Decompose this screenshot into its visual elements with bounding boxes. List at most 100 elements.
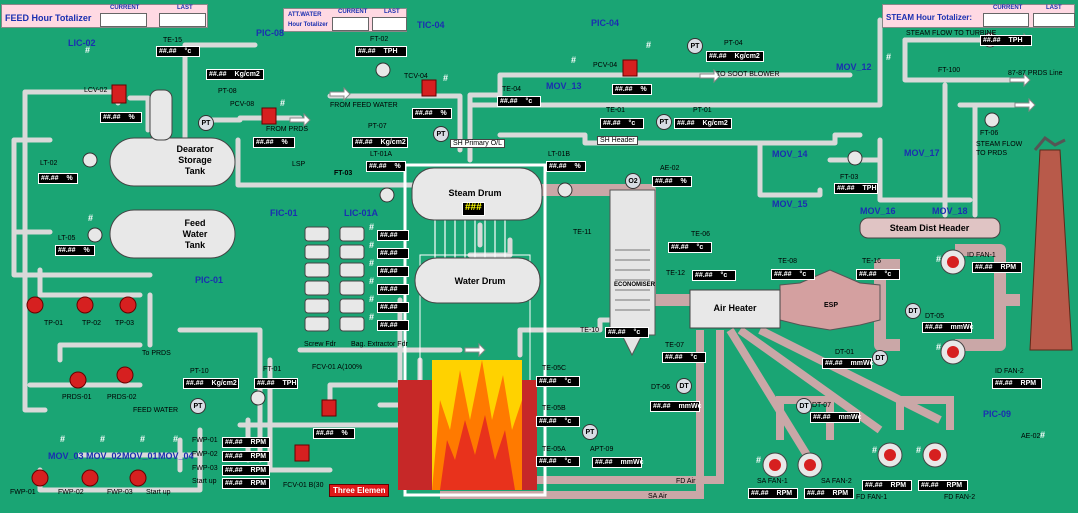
- hash-marker: #: [443, 73, 449, 83]
- tag-mov16[interactable]: MOV_16: [860, 206, 896, 216]
- prds02-label: PRDS-02: [107, 394, 137, 401]
- dt07-indicator[interactable]: DT: [796, 398, 812, 414]
- sh-primary-label: SH Primary O/L: [450, 139, 506, 148]
- from-prds-label: FROM PRDS: [266, 126, 308, 133]
- feed-current-label: CURRENT: [110, 5, 140, 11]
- pt10-indicator[interactable]: PT: [190, 398, 206, 414]
- tag-tic04[interactable]: TIC-04: [417, 20, 445, 30]
- pt04-indicator[interactable]: PT: [687, 38, 703, 54]
- tag-mov18[interactable]: MOV_18: [932, 206, 968, 216]
- tag-fic01[interactable]: FIC-01: [270, 208, 298, 218]
- tag-pcv04: PCV-04: [593, 62, 618, 69]
- air-heater-label: Air Heater: [713, 303, 757, 313]
- pt08-indicator[interactable]: PT: [198, 115, 214, 131]
- steam-drum-label: Steam Drum: [448, 188, 502, 198]
- to-prds-label: To PRDS: [142, 350, 171, 357]
- id-fan2-readout: ##.##RPM: [992, 378, 1042, 389]
- tag-te10: TE-10: [580, 327, 600, 334]
- steam-last-label: LAST: [1046, 5, 1062, 11]
- dt01-indicator[interactable]: DT: [872, 350, 888, 366]
- steam-current-field[interactable]: [983, 13, 1029, 27]
- att-totalizer-panel: ATT.WATER Hour Totalizer CURRENT LAST: [283, 8, 407, 32]
- ft03b-readout: ##.##TPH: [834, 183, 878, 194]
- fd-fan2-readout: ##.##RPM: [918, 480, 968, 491]
- te05a-readout: ##.##°c: [536, 456, 580, 467]
- tag-lic02[interactable]: LIC-02: [68, 38, 96, 48]
- pumps: [26, 296, 147, 487]
- tag-pic08[interactable]: PIC-08: [256, 28, 285, 38]
- att-last-label: LAST: [384, 9, 400, 15]
- tag-mov03[interactable]: MOV_03: [48, 451, 84, 461]
- id-fan2-label: ID FAN-2: [995, 368, 1024, 375]
- steam-last-field[interactable]: [1033, 13, 1075, 27]
- tag-mov02[interactable]: MOV_02: [86, 451, 122, 461]
- hash-marker: #: [85, 45, 91, 55]
- bag-extractor-label: Bag. Extractor Fdr: [351, 341, 408, 348]
- hash-marker: #: [1040, 430, 1046, 440]
- tp02-label: TP-02: [82, 320, 102, 327]
- tag-dt05: DT-05: [925, 313, 945, 320]
- fd-air-label: FD Air: [676, 478, 696, 485]
- fwp02-readout: ##.##RPM: [222, 451, 270, 462]
- hash-marker: #: [369, 276, 375, 286]
- feed-totalizer-title: FEED Hour Totalizer: [5, 13, 92, 23]
- dt06-indicator[interactable]: DT: [676, 378, 692, 394]
- tag-mov01[interactable]: MOV_01: [122, 451, 158, 461]
- screw-feeders: [304, 226, 365, 332]
- tag-ae02: AE-02: [660, 165, 680, 172]
- att-current-field[interactable]: [332, 17, 369, 31]
- from-feed-water-label: FROM FEED WATER: [330, 102, 398, 109]
- steam-flow-turbine-label: STEAM FLOW TO TURBINE: [906, 30, 997, 37]
- feed-last-label: LAST: [177, 5, 193, 11]
- hash-marker: #: [886, 52, 892, 62]
- pt07-indicator[interactable]: PT: [433, 126, 449, 142]
- tag-pic09[interactable]: PIC-09: [983, 409, 1012, 419]
- tag-mov13[interactable]: MOV_13: [546, 81, 582, 91]
- tag-mov04[interactable]: MOV_04: [158, 451, 194, 461]
- hash-marker: #: [646, 40, 652, 50]
- feed-current-field[interactable]: [100, 13, 147, 27]
- esp-unit: [779, 269, 881, 331]
- pt-furnace-indicator[interactable]: PT: [582, 424, 598, 440]
- steam-drum-level: ###: [462, 202, 485, 216]
- pt01-indicator[interactable]: PT: [656, 114, 672, 130]
- startup-label: Start up: [192, 478, 217, 485]
- tag-mov14[interactable]: MOV_14: [772, 149, 808, 159]
- lcv02-readout: ##.##%: [100, 112, 142, 123]
- tag-mov17[interactable]: MOV_17: [904, 148, 940, 158]
- tag-lic01a[interactable]: LIC-01A: [344, 208, 379, 218]
- lt01a-readout: ##.##%: [366, 161, 406, 172]
- hash-marker: #: [369, 222, 375, 232]
- dt07-readout: ##.##mmWc: [810, 412, 861, 423]
- ft100-readout: ##.##TPH: [980, 35, 1032, 46]
- tag-te07: TE-07: [665, 342, 685, 349]
- att-last-field[interactable]: [372, 17, 407, 31]
- to-soot-blower-label: TO SOOT BLOWER: [716, 71, 780, 78]
- sa-fan1-label: SA FAN-1: [757, 478, 788, 485]
- tag-pic01[interactable]: PIC-01: [195, 275, 224, 285]
- o2-indicator[interactable]: O2: [625, 173, 641, 189]
- esp-label: ESP: [824, 302, 839, 309]
- tag-pic04[interactable]: PIC-04: [591, 18, 620, 28]
- tp03-label: TP-03: [115, 320, 135, 327]
- pt07-readout: ##.##Kg/cm2: [352, 137, 408, 148]
- feeder5-readout: ##.##: [377, 302, 409, 313]
- pt01-readout: ##.##Kg/cm2: [674, 118, 732, 129]
- fwp01-readout: ##.##RPM: [222, 437, 270, 448]
- tag-mov15[interactable]: MOV_15: [772, 199, 808, 209]
- te08-readout: ##.##°c: [771, 269, 815, 280]
- dt05-indicator[interactable]: DT: [905, 303, 921, 319]
- hash-marker: #: [369, 312, 375, 322]
- three-element-button[interactable]: Three Elemen: [329, 484, 390, 497]
- startup-readout: ##.##RPM: [222, 478, 270, 489]
- pt10-readout: ##.##Kg/cm2: [183, 378, 239, 389]
- feed-last-field[interactable]: [159, 13, 206, 27]
- fd-fan1-label: FD FAN-1: [856, 494, 888, 501]
- dt05-readout: ##.##mmWc: [922, 322, 973, 333]
- tag-ft03: FT-03: [334, 170, 353, 177]
- tag-fcv01b: FCV-01 B(30: [283, 482, 324, 489]
- tag-mov12[interactable]: MOV_12: [836, 62, 872, 72]
